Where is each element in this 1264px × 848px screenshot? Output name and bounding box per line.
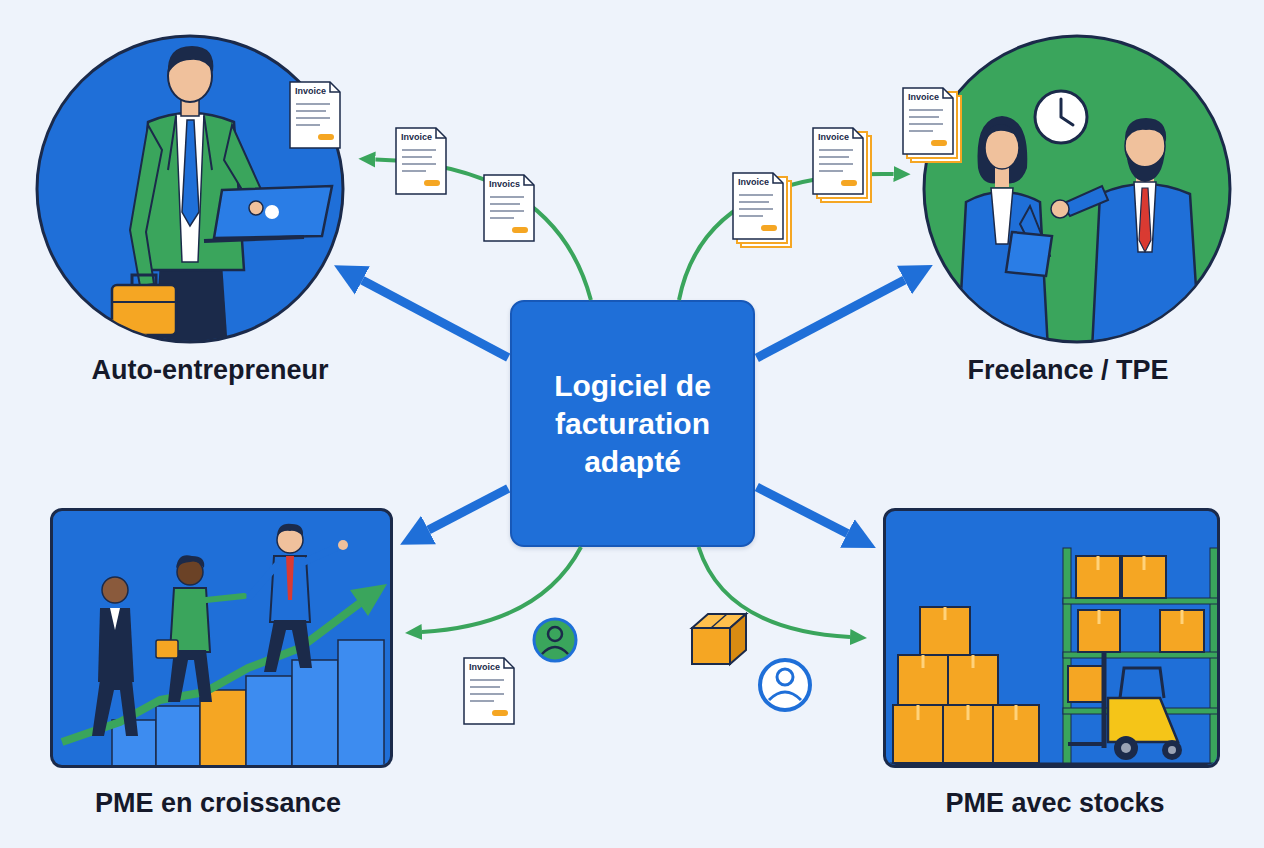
user-icon	[769, 692, 801, 700]
invoice-document	[739, 195, 773, 216]
main-arrow	[757, 280, 905, 358]
package-icon	[692, 614, 746, 664]
package-icon	[692, 614, 746, 628]
node-label: Auto-entrepreneur	[0, 353, 460, 387]
invoice-document	[396, 128, 446, 194]
main-arrow	[429, 488, 509, 530]
package-icon	[730, 614, 746, 664]
invoice-label: Invoics	[489, 179, 520, 189]
invoice-document	[817, 132, 867, 198]
invoice-document	[853, 128, 863, 138]
node-label: Freelance / TPE	[818, 353, 1264, 387]
circle-outline	[35, 34, 345, 344]
flow-arrow	[699, 547, 850, 637]
flow-arrow	[422, 547, 581, 632]
invoice-label: Invoice	[818, 132, 849, 142]
invoice-document	[821, 136, 871, 202]
invoice-document	[819, 150, 853, 171]
node-title: Logiciel de facturation adapté	[533, 367, 733, 481]
user-icon	[542, 647, 568, 654]
invoice-label: Invoice	[469, 662, 500, 672]
invoice-document	[402, 150, 436, 171]
invoice-document	[436, 128, 446, 138]
invoice-document	[464, 658, 514, 724]
package-icon	[711, 614, 727, 628]
invoice-document	[741, 181, 791, 247]
circle-outline	[924, 36, 1230, 342]
invoice-label: Invoice	[908, 92, 939, 102]
invoice-document	[943, 88, 953, 98]
user-icon	[548, 627, 562, 641]
main-arrow	[757, 487, 848, 533]
invoice-document	[504, 658, 514, 668]
invoice-document	[733, 173, 783, 239]
user-icon	[760, 660, 810, 710]
main-arrow	[362, 280, 508, 357]
invoice-document	[484, 175, 534, 241]
invoice-document	[490, 197, 524, 218]
user-icon	[760, 660, 810, 710]
flow-arrow	[679, 174, 894, 300]
package-icon	[692, 628, 730, 664]
circle-outline	[922, 34, 1232, 344]
invoice-document	[733, 173, 791, 247]
invoice-document	[773, 173, 783, 183]
invoice-document	[396, 128, 446, 194]
invoice-document	[330, 82, 340, 92]
user-icon	[534, 619, 576, 661]
node-label: PME avec stocks	[805, 786, 1264, 820]
invoice-document	[470, 680, 504, 701]
scene-panel: PME en croissance	[50, 508, 393, 768]
invoice-label: Invoice	[295, 86, 326, 96]
invoice-document	[464, 658, 514, 724]
persona-circle: Auto-entrepreneur	[35, 34, 345, 344]
user-icon	[534, 619, 576, 661]
flow-arrow	[375, 159, 591, 300]
scene-panel: PME avec stocks	[883, 508, 1220, 768]
invoice-document	[841, 180, 857, 186]
invoice-document	[512, 227, 528, 233]
central-box: Logiciel de facturation adapté	[510, 300, 755, 547]
invoice-document	[761, 225, 777, 231]
invoice-document	[492, 710, 508, 716]
user-icon	[777, 669, 793, 685]
invoice-label: Invoice	[401, 132, 432, 142]
invoice-document	[524, 175, 534, 185]
persona-circle: Freelance / TPE	[922, 34, 1232, 344]
invoice-label: Invoice	[738, 177, 769, 187]
invoice-document	[424, 180, 440, 186]
invoice-document	[813, 128, 863, 194]
circle-outline	[37, 36, 343, 342]
invoice-document	[813, 128, 871, 202]
invoice-document	[737, 177, 787, 243]
node-label: PME en croissance	[0, 786, 468, 820]
invoice-document	[484, 175, 534, 241]
